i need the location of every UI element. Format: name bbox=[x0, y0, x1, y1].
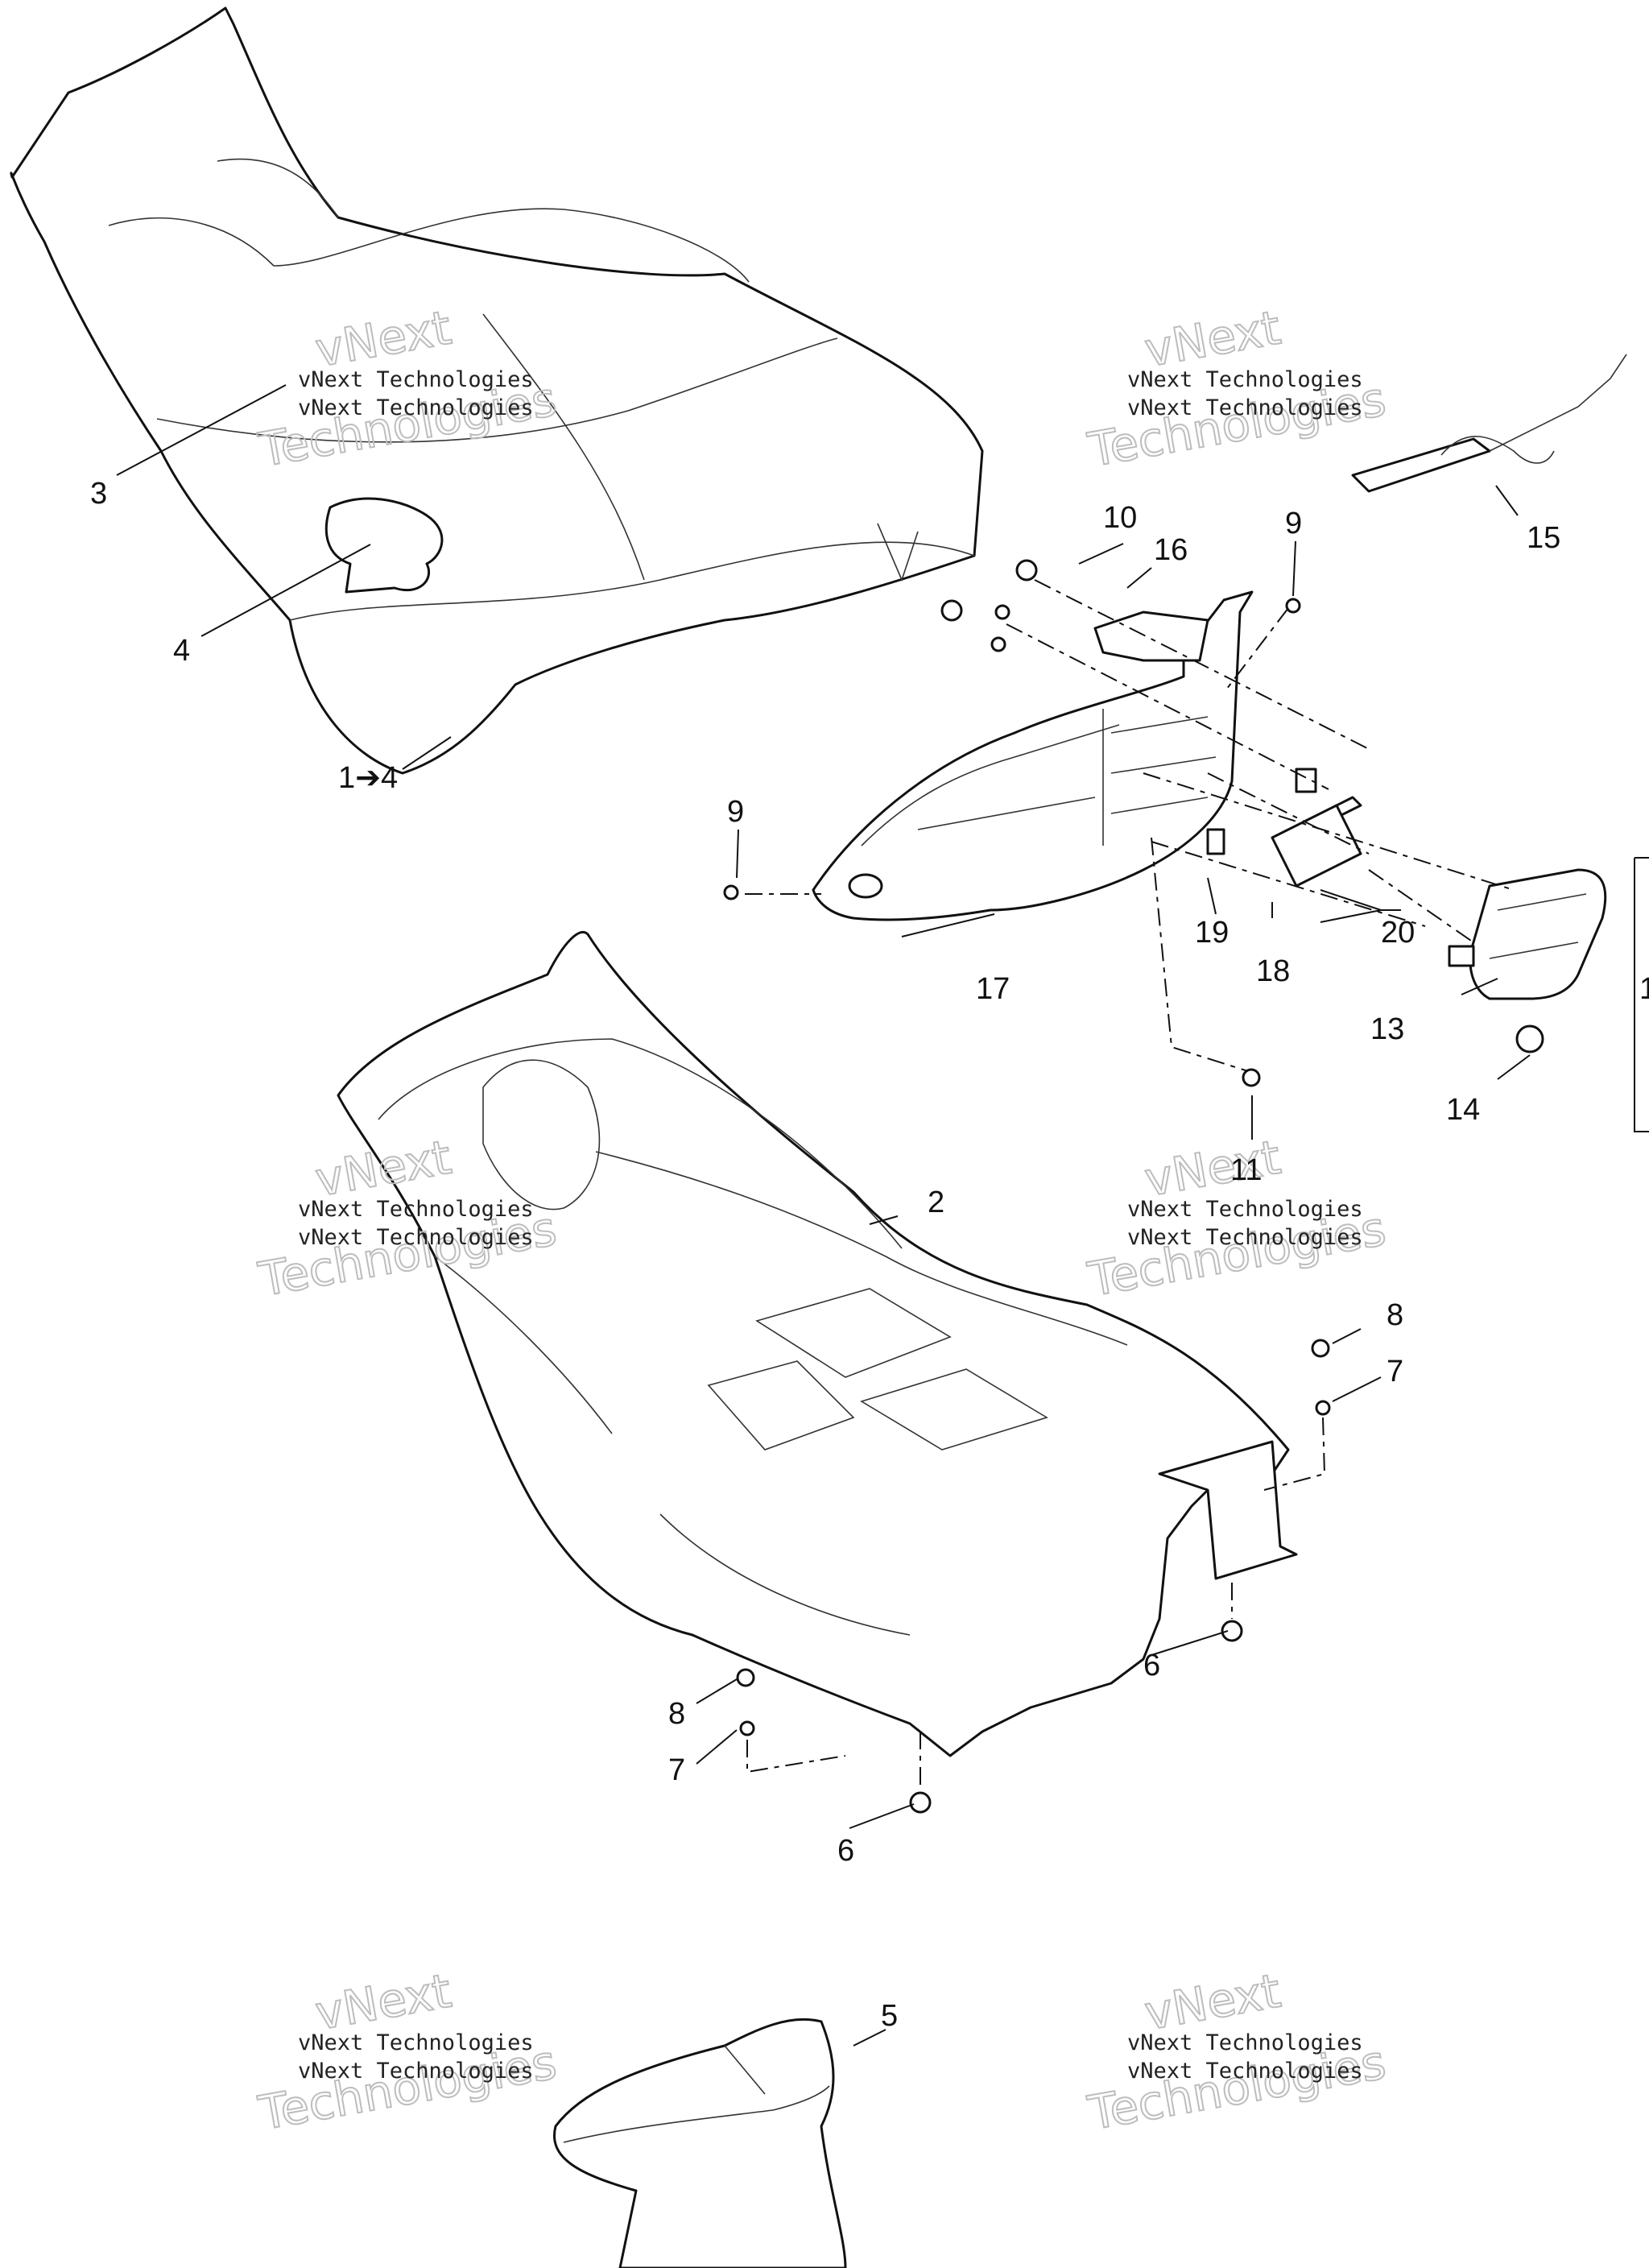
svg-text:vNext Technologies: vNext Technologies bbox=[1127, 395, 1363, 420]
callout-18: 18 bbox=[1256, 954, 1290, 988]
svg-text:vNext Technologies: vNext Technologies bbox=[298, 2030, 534, 2055]
callout-15: 15 bbox=[1527, 521, 1560, 555]
leader-lines bbox=[116, 384, 1649, 2047]
callout-7-right: 7 bbox=[1387, 1355, 1403, 1389]
callouts: 3 4 1➔4 10 16 9 15 9 19 18 20 17 13 14 1… bbox=[90, 477, 1649, 2033]
svg-text:vNext Technologies: vNext Technologies bbox=[298, 2059, 534, 2084]
watermark: vNext Technologies vNext Technologies vN… bbox=[1083, 299, 1391, 478]
svg-text:vNext: vNext bbox=[1141, 1963, 1285, 2040]
callout-16: 16 bbox=[1154, 533, 1188, 567]
callout-7-left: 7 bbox=[668, 1753, 685, 1787]
svg-text:vNext Technologies: vNext Technologies bbox=[1127, 1225, 1363, 1250]
callout-1-bracket: 1 bbox=[1639, 972, 1649, 1006]
callout-9-top: 9 bbox=[1285, 507, 1302, 540]
hardware bbox=[723, 354, 1627, 1814]
svg-text:vNext Technologies: vNext Technologies bbox=[1127, 367, 1363, 392]
callout-6-left: 6 bbox=[837, 1834, 854, 1868]
svg-text:vNext Technologies: vNext Technologies bbox=[1127, 2059, 1363, 2084]
tail-light-lens bbox=[1448, 868, 1607, 1000]
callout-9-left: 9 bbox=[727, 795, 744, 829]
callout-6-right: 6 bbox=[1143, 1649, 1160, 1682]
rear-cover bbox=[553, 2018, 847, 2268]
callout-5: 5 bbox=[881, 1999, 898, 2033]
svg-text:vNext Technologies: vNext Technologies bbox=[298, 1197, 534, 1222]
tail-light-housing bbox=[812, 590, 1254, 921]
callout-8-left: 8 bbox=[668, 1697, 685, 1731]
callout-11: 11 bbox=[1230, 1153, 1262, 1187]
watermark: vNext Technologies vNext Technologies vN… bbox=[1083, 1962, 1391, 2142]
callout-13: 13 bbox=[1370, 1012, 1404, 1046]
svg-text:vNext: vNext bbox=[312, 1963, 456, 2040]
assembly-lines bbox=[745, 579, 1515, 1788]
callout-19: 19 bbox=[1195, 916, 1229, 950]
svg-text:vNext: vNext bbox=[1141, 1129, 1285, 1206]
svg-text:vNext Technologies: vNext Technologies bbox=[298, 1225, 534, 1250]
callout-1-to-4: 1➔4 bbox=[338, 761, 398, 795]
svg-text:vNext Technologies: vNext Technologies bbox=[1127, 2030, 1363, 2055]
callout-17: 17 bbox=[976, 972, 1010, 1006]
callout-4: 4 bbox=[173, 634, 190, 668]
callout-8-right: 8 bbox=[1387, 1298, 1403, 1332]
svg-text:vNext Technologies: vNext Technologies bbox=[298, 395, 534, 420]
seat-base-bracket bbox=[337, 931, 1298, 1757]
svg-text:vNext Technologies: vNext Technologies bbox=[298, 367, 534, 392]
svg-text:vNext Technologies: vNext Technologies bbox=[1127, 1197, 1363, 1222]
callout-20: 20 bbox=[1381, 916, 1415, 950]
seat-assembly bbox=[10, 6, 984, 775]
callout-2: 2 bbox=[928, 1186, 944, 1219]
watermark: vNext Technologies vNext Technologies vN… bbox=[254, 1962, 561, 2142]
callout-14: 14 bbox=[1446, 1093, 1480, 1127]
callout-10: 10 bbox=[1103, 501, 1137, 535]
callout-3: 3 bbox=[90, 477, 107, 511]
svg-text:vNext: vNext bbox=[1141, 300, 1285, 377]
